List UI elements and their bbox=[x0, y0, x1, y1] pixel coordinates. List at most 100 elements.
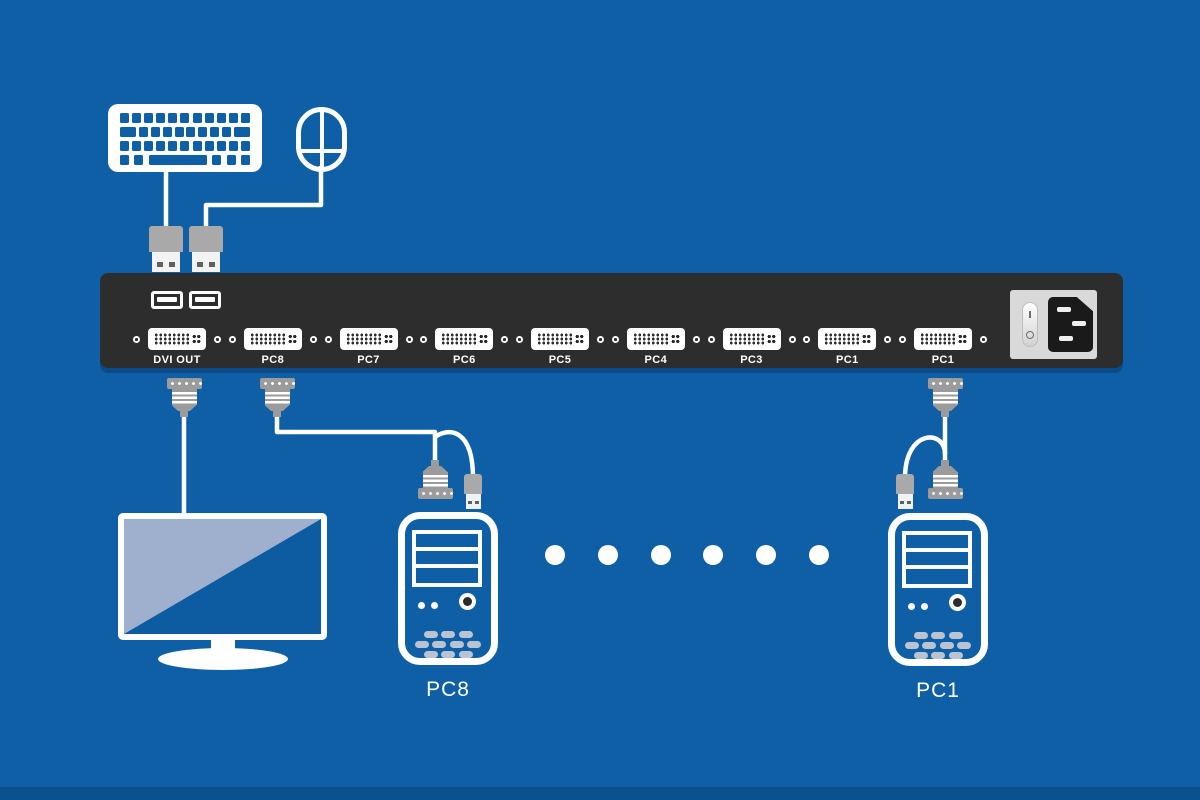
keyboard-key bbox=[132, 141, 142, 151]
keyboard-key bbox=[120, 141, 129, 151]
vent-row bbox=[904, 642, 972, 649]
mouse-button-divider-horizontal bbox=[301, 149, 342, 153]
dvi-connector-pc8-end bbox=[417, 460, 453, 499]
dvi-connector-stub bbox=[180, 411, 188, 417]
dvi-port-dvi-out: DVI OUT bbox=[129, 328, 225, 370]
usb-port-keyboard bbox=[151, 291, 183, 309]
keyboard-usb-plug-icon bbox=[149, 226, 183, 272]
keyboard-keys-row bbox=[120, 127, 250, 137]
dvi-pin-cluster bbox=[670, 334, 680, 344]
power-inlet-icon bbox=[1048, 297, 1093, 352]
screw-hole-icon bbox=[707, 336, 715, 343]
vent-slot bbox=[423, 651, 438, 658]
usb-port-mouse bbox=[189, 291, 221, 309]
screw-hole-icon bbox=[405, 336, 413, 343]
dvi-pin-grid bbox=[441, 333, 478, 345]
dvi-connector-ribs bbox=[932, 472, 958, 488]
led-indicator bbox=[418, 602, 425, 609]
vent-row bbox=[423, 651, 473, 658]
dvi-connector-face bbox=[259, 378, 295, 389]
port-label: PC4 bbox=[644, 354, 668, 366]
spacebar-key bbox=[148, 155, 207, 165]
keyboard-icon bbox=[108, 104, 262, 172]
vent-row bbox=[913, 652, 963, 659]
keyboard-key bbox=[156, 113, 166, 123]
keyboard-key bbox=[120, 155, 129, 165]
screw-hole-icon bbox=[309, 336, 317, 343]
screw-hole-icon bbox=[692, 336, 700, 343]
vent-grille bbox=[405, 631, 491, 658]
screw-hole-icon bbox=[597, 336, 604, 343]
dvi-pin-cluster bbox=[479, 334, 489, 344]
dvi-pin-grid bbox=[632, 333, 669, 345]
screw-hole-icon bbox=[516, 336, 523, 343]
vent-slot bbox=[414, 641, 429, 648]
vent-slot bbox=[957, 642, 972, 649]
keyboard-key bbox=[198, 127, 208, 137]
vent-slot bbox=[449, 641, 464, 648]
dvi-socket-icon bbox=[818, 328, 877, 350]
dvi-socket-icon bbox=[435, 328, 494, 350]
keyboard-keys-row bbox=[120, 113, 250, 123]
dvi-pin-cluster bbox=[862, 334, 872, 344]
usb-plug-body bbox=[464, 474, 482, 494]
dvi-connector-pc8-port bbox=[259, 378, 295, 417]
dvi-pin-grid bbox=[920, 333, 956, 345]
vent-slot bbox=[423, 631, 438, 638]
dvi-socket-icon bbox=[148, 328, 206, 350]
screw-hole-icon bbox=[420, 336, 428, 343]
keyboard-key bbox=[162, 127, 172, 137]
dvi-connector-taper bbox=[423, 466, 448, 472]
keyboard-key bbox=[120, 127, 136, 137]
computer-tower-pc1 bbox=[888, 513, 988, 666]
tower-label-pc8: PC8 bbox=[426, 678, 470, 701]
screw-hole-icon bbox=[324, 336, 332, 343]
keyboard-key bbox=[240, 155, 250, 165]
monitor-icon bbox=[118, 513, 327, 640]
ellipsis-dot bbox=[809, 545, 829, 565]
usb-plug-body bbox=[149, 226, 183, 252]
dvi-connector-taper bbox=[171, 405, 197, 411]
port-label: PC6 bbox=[452, 354, 476, 366]
dvi-socket-icon bbox=[722, 328, 781, 350]
keyboard-key bbox=[233, 127, 250, 137]
screw-hole-icon bbox=[899, 336, 906, 343]
keyboard-key bbox=[180, 141, 190, 151]
dvi-connector-taper bbox=[933, 466, 958, 472]
dvi-pin-cluster bbox=[383, 334, 393, 344]
usb-plug-shaft bbox=[897, 494, 913, 509]
dvi-pin-grid bbox=[154, 333, 190, 345]
power-switch-icon bbox=[1022, 302, 1038, 347]
mouse-icon bbox=[296, 107, 347, 172]
keyboard-key bbox=[144, 141, 154, 151]
keyboard-key bbox=[228, 113, 238, 123]
dvi-connector-face bbox=[417, 488, 453, 499]
drive-bays bbox=[902, 531, 972, 588]
screw-hole-icon bbox=[884, 336, 892, 343]
usb-plug-shaft bbox=[152, 252, 180, 272]
dvi-connector-pc1-port bbox=[927, 378, 963, 417]
vent-row bbox=[423, 631, 473, 638]
power-off-mark bbox=[1026, 331, 1034, 339]
keyboard-key bbox=[120, 113, 129, 123]
monitor-screen bbox=[124, 519, 321, 634]
dvi-port-pc5: PC5 bbox=[512, 328, 608, 370]
dvi-port-pc1: PC1 bbox=[799, 328, 895, 370]
keyboard-key bbox=[240, 141, 250, 151]
keyboard-key bbox=[156, 141, 166, 151]
screw-hole-icon bbox=[501, 336, 509, 343]
dvi-pin-cluster bbox=[958, 334, 967, 344]
keyboard-key bbox=[240, 113, 250, 123]
keyboard-keys-row bbox=[120, 141, 250, 151]
dvi-connector-monitor bbox=[166, 378, 202, 417]
dvi-socket-icon bbox=[914, 328, 972, 350]
led-indicator bbox=[908, 603, 915, 610]
dvi-socket-icon bbox=[243, 328, 302, 350]
dvi-socket-icon bbox=[339, 328, 398, 350]
dvi-connector-ribs bbox=[932, 389, 958, 405]
dvi-pin-grid bbox=[824, 333, 861, 345]
screw-hole-icon bbox=[803, 336, 811, 343]
keyboard-key bbox=[192, 141, 202, 151]
